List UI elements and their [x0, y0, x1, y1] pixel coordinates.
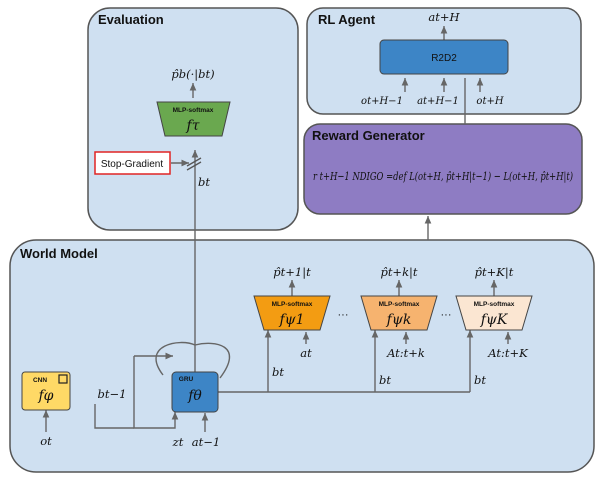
eval-block-fn: fτ: [186, 118, 200, 134]
rl-agent-input-0: ot+H−1: [361, 96, 403, 107]
head-1-state: bt: [272, 365, 284, 379]
wire-bt-1: [133, 356, 179, 429]
r2d2-block: R2D2: [379, 39, 509, 75]
head-1-action: at: [300, 346, 312, 360]
cnn-output-label: bt−1: [98, 387, 127, 401]
head-1-output: p̂t+1|t: [273, 265, 311, 280]
rl-agent-output: at+H: [428, 10, 460, 24]
eval-output-label: p̂b(·|bt): [171, 67, 214, 82]
stop-gradient-label: Stop-Gradient: [101, 159, 163, 170]
stop-gradient-box: Stop-Gradient: [94, 151, 171, 175]
head-K-fn: fψK: [480, 312, 509, 328]
head-k-fn: fψk: [386, 312, 412, 328]
reward-generator-title: Reward Generator: [312, 128, 425, 143]
cnn-label: CNN: [33, 377, 47, 384]
r2d2-label: R2D2: [431, 53, 457, 64]
cnn-corner-icon: [58, 374, 68, 384]
gru-input-a: at−1: [192, 435, 220, 449]
head-1-block: MLP-softmax fψ1: [253, 295, 331, 331]
world-model-title: World Model: [20, 246, 98, 261]
head-K-block: MLP-softmax fψK: [455, 295, 533, 331]
gru-block: GRU fθ: [171, 371, 219, 413]
gru-label: GRU: [179, 376, 194, 383]
head-k-block: MLP-softmax fψk: [360, 295, 438, 331]
world-model-panel: World Model: [9, 239, 595, 473]
gru-fn: fθ: [187, 388, 202, 404]
cnn-block: CNN fφ: [21, 371, 71, 411]
ellipsis-1: ···: [338, 309, 349, 321]
ellipsis-2: ···: [441, 309, 452, 321]
head-k-state: bt: [379, 373, 391, 387]
rl-agent-title: RL Agent: [318, 12, 376, 27]
rl-agent-input-1: at+H−1: [417, 96, 459, 107]
gru-input-z: zt: [172, 435, 184, 449]
head-k-action: At:t+k: [386, 346, 425, 360]
head-1-fn: fψ1: [278, 312, 304, 328]
wire-cnn-out: [94, 404, 134, 429]
head-1-label: MLP-softmax: [272, 301, 313, 308]
stop-gradient-mark: [186, 157, 202, 171]
head-k-label: MLP-softmax: [379, 301, 420, 308]
eval-block-label: MLP-softmax: [173, 107, 214, 114]
head-K-output: p̂t+K|t: [475, 265, 514, 280]
cnn-input-label: ot: [40, 434, 52, 448]
wire-gru-recurrent: [155, 341, 231, 379]
reward-generator-panel: Reward Generator: [303, 123, 583, 215]
cnn-fn: fφ: [38, 388, 54, 404]
eval-input-label: bt: [198, 175, 210, 189]
reward-formula: r t+H−1 NDIGO =def L(ot+H, p̂t+H|t−1) − …: [313, 169, 573, 184]
evaluation-title: Evaluation: [98, 12, 164, 27]
rl-agent-input-2: ot+H: [476, 96, 503, 107]
head-K-state: bt: [474, 373, 486, 387]
eval-mlp-block: MLP-softmax fτ: [156, 101, 231, 137]
head-k-output: p̂t+k|t: [380, 265, 417, 280]
head-K-label: MLP-softmax: [474, 301, 515, 308]
head-K-action: At:t+K: [487, 346, 529, 360]
